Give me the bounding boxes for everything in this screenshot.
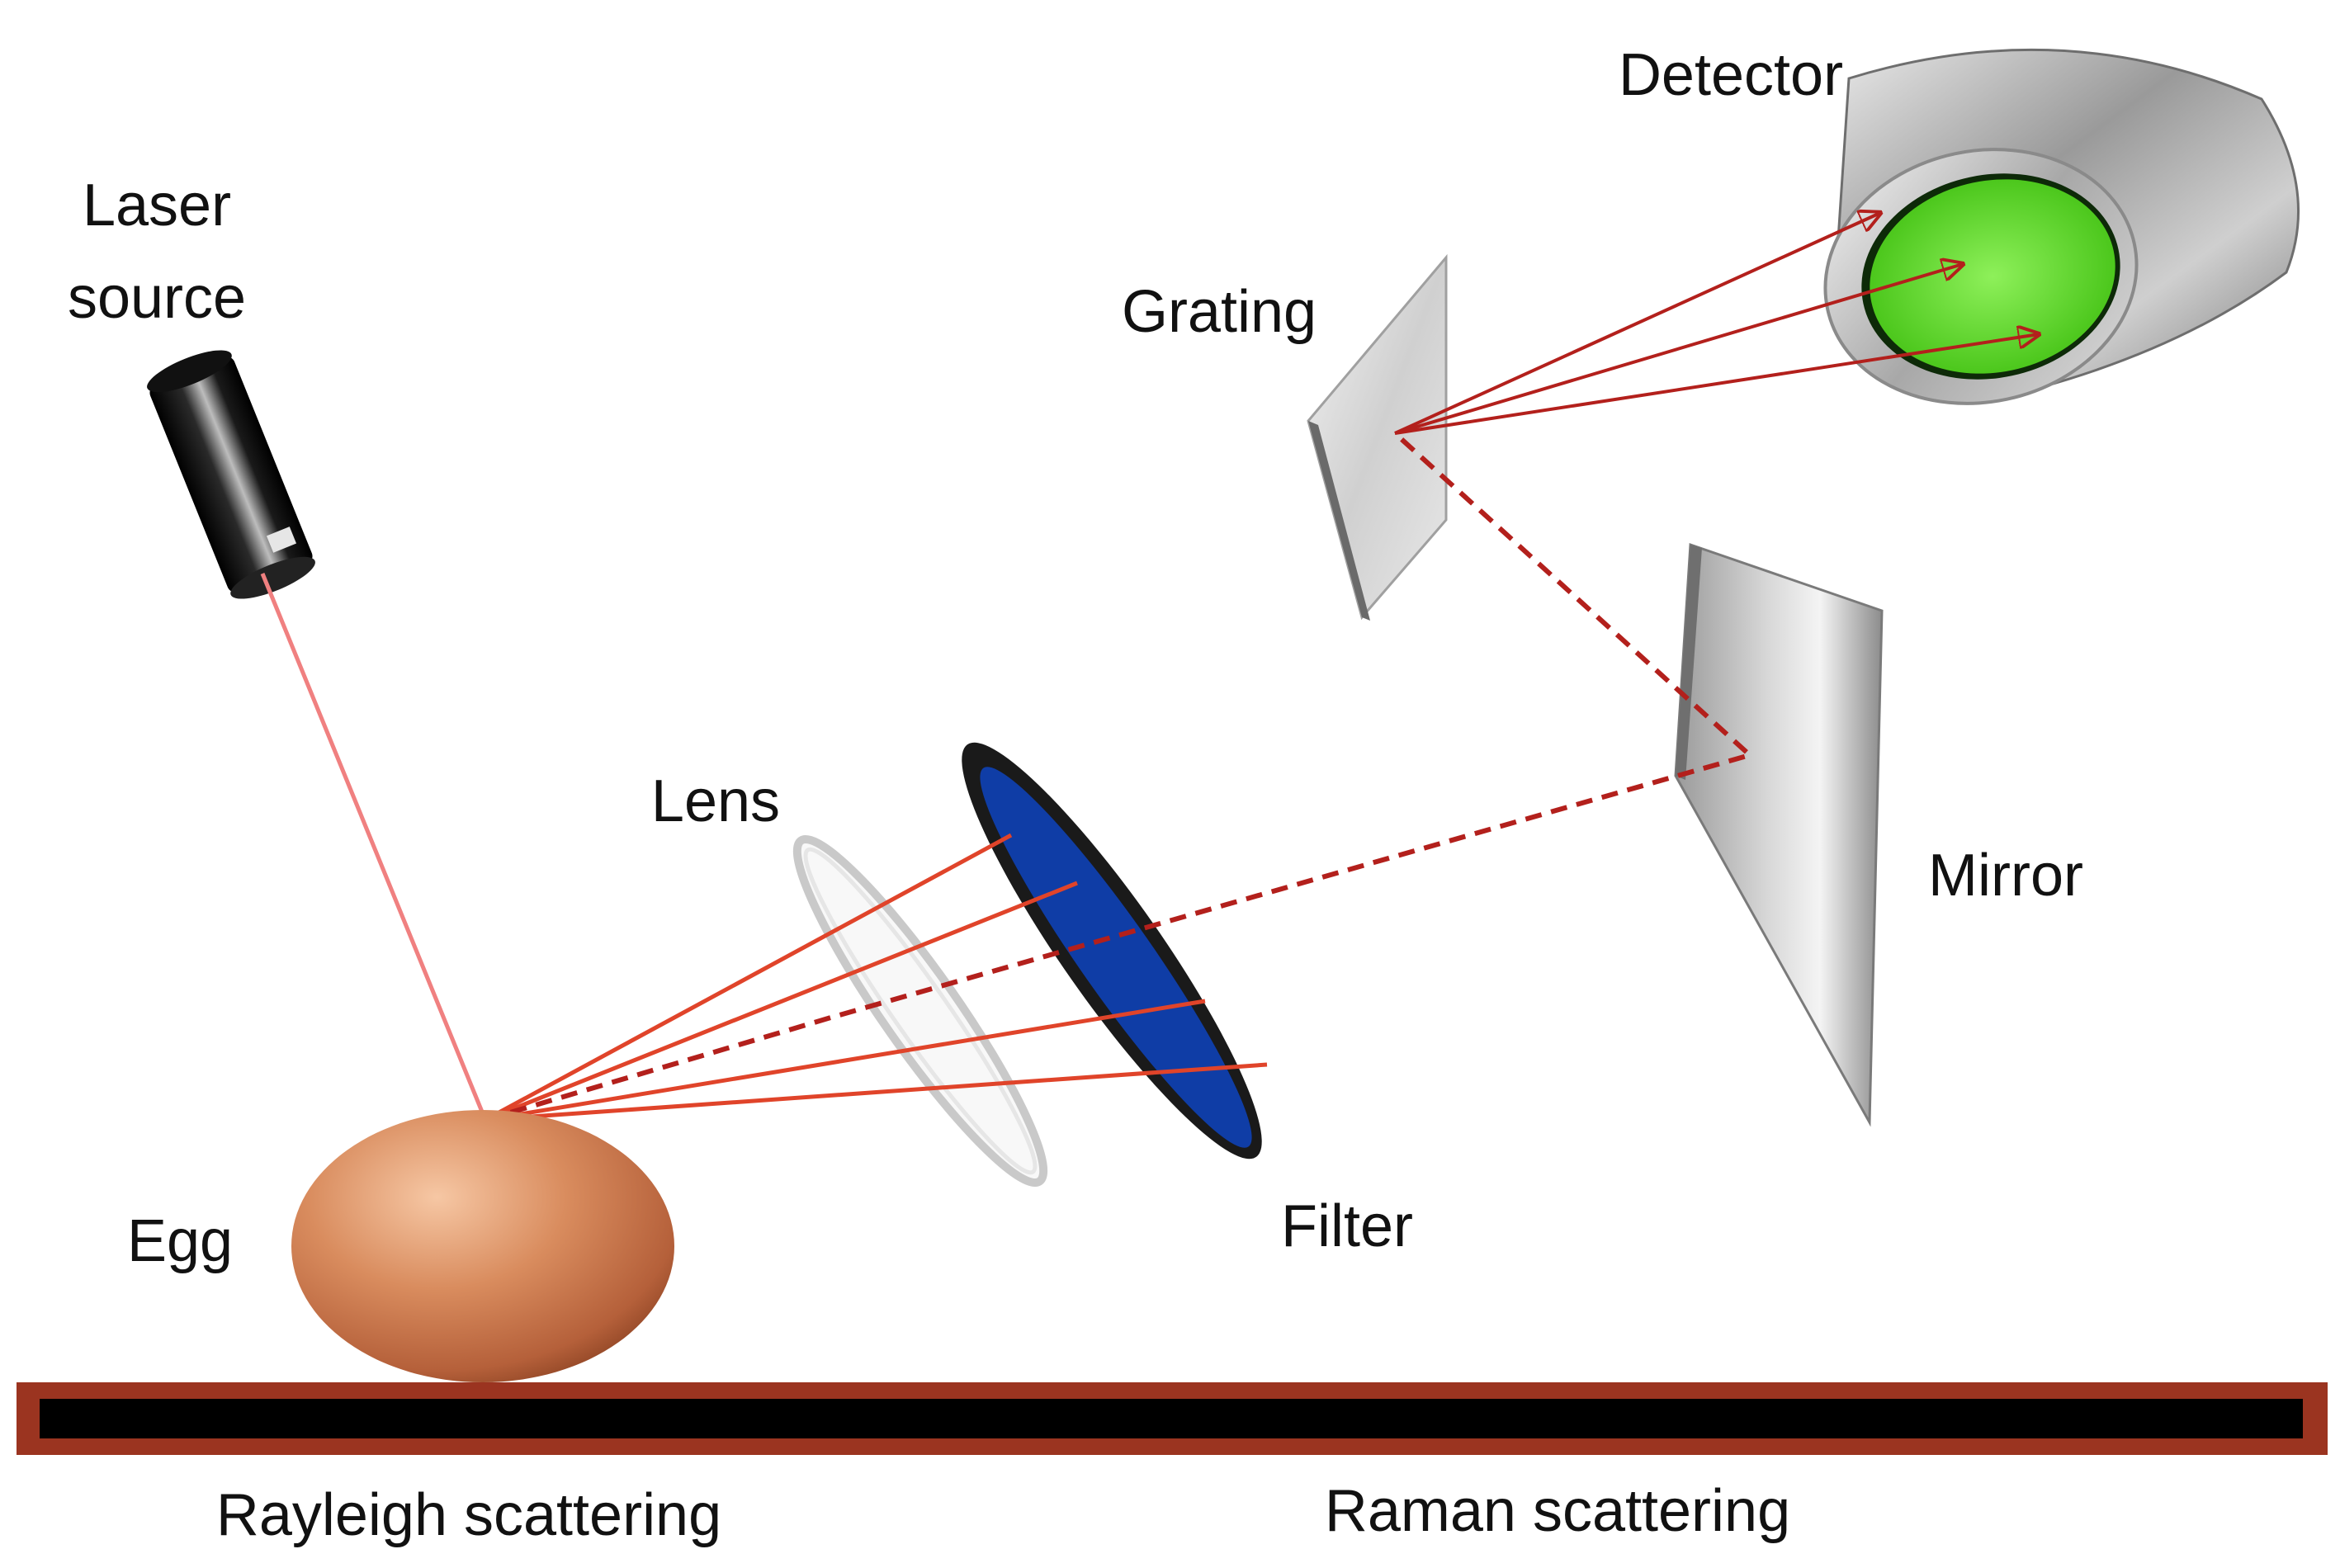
lens-label: Lens: [651, 768, 780, 834]
dispersed-rays: [1394, 213, 2039, 435]
lens-icon: [792, 834, 1048, 1188]
grating-label: Grating: [1122, 279, 1317, 345]
laser-beam: [260, 573, 488, 1121]
mirror-icon: [1674, 542, 1884, 1127]
egg-label: Egg: [127, 1208, 233, 1274]
raman-scattering-label: Raman scattering: [1325, 1478, 1790, 1544]
detector-icon: [1823, 48, 2300, 405]
laser-label-line2: source: [68, 265, 246, 331]
rayleigh-scattering-label: Rayleigh scattering: [216, 1482, 721, 1548]
laser-label-line1: Laser: [83, 172, 231, 239]
grating-icon: [1307, 253, 1448, 621]
detector-label: Detector: [1619, 42, 1843, 108]
scattered-rays: [484, 833, 1268, 1122]
base-bar: [17, 1382, 2328, 1455]
mirror-label: Mirror: [1928, 843, 2083, 909]
laser-source-icon: [147, 350, 315, 599]
filter-icon: [962, 742, 1262, 1159]
filter-label: Filter: [1281, 1193, 1413, 1259]
egg-icon: [291, 1110, 674, 1382]
